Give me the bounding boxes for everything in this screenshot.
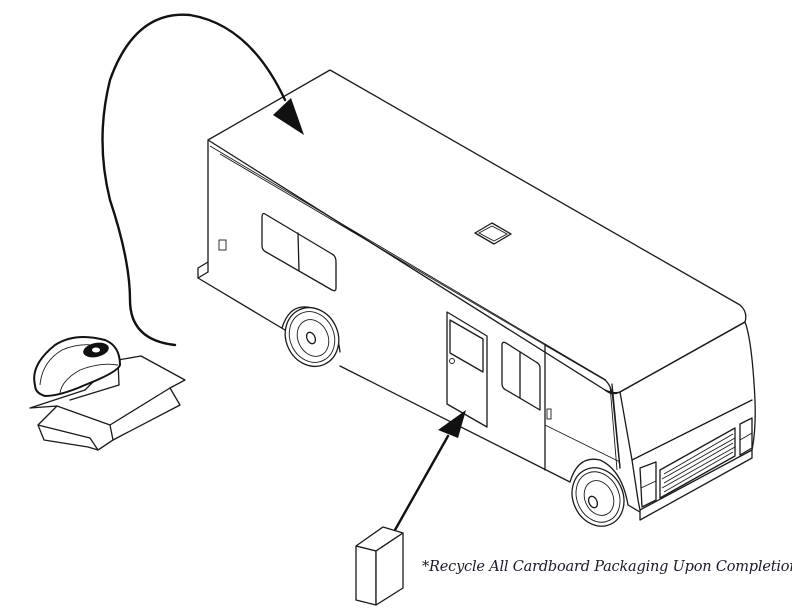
cab-door-handle bbox=[546, 408, 552, 420]
entry-door bbox=[446, 311, 488, 428]
kit-box bbox=[355, 526, 404, 606]
arrowhead-door bbox=[438, 410, 466, 438]
side-window bbox=[501, 341, 541, 411]
rooftop-unit bbox=[33, 335, 122, 398]
tail-light bbox=[218, 239, 227, 251]
front-grille bbox=[631, 399, 756, 521]
arrowhead-roof bbox=[273, 98, 304, 135]
windshield bbox=[604, 321, 756, 471]
headlight-left bbox=[639, 461, 657, 508]
curved-arrow-to-roof bbox=[101, 13, 304, 347]
front-wheel bbox=[569, 458, 641, 527]
straight-arrow-to-door bbox=[393, 410, 466, 532]
recycle-caption: *Recycle All Cardboard Packaging Upon Co… bbox=[422, 559, 792, 575]
recreational-vehicle bbox=[197, 69, 756, 527]
door-handle bbox=[449, 358, 455, 364]
headlight-right bbox=[739, 417, 753, 456]
rear-window bbox=[261, 212, 337, 292]
rear-wheel bbox=[281, 306, 341, 367]
roof-vent-opening bbox=[474, 222, 512, 245]
